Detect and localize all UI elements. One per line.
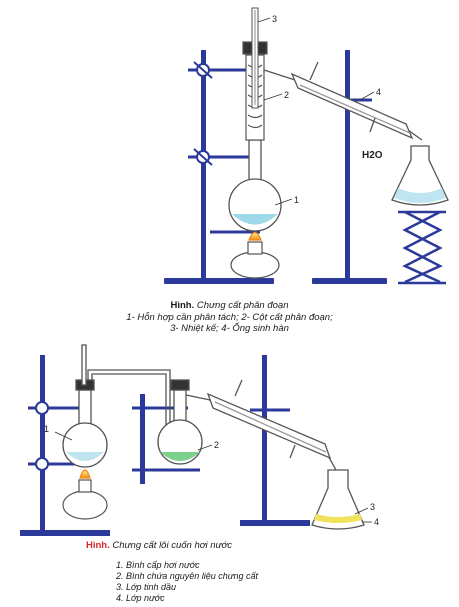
fig2-condenser — [185, 379, 337, 485]
fig2-callout-4: 4 — [374, 517, 379, 527]
fig1-callout-3: 3 — [272, 14, 277, 24]
figure2-legend-list: 1. Bình cấp hơi nước 2. Bình chứa nguyên… — [116, 560, 446, 604]
figure2-legend-item: 3. Lớp tinh dầu — [116, 581, 176, 592]
figure1-legend-line2: 3- Nhiệt kế; 4- Ống sinh hàn — [170, 323, 289, 334]
fig2-right-stand — [240, 355, 310, 526]
fig1-lab-jack — [398, 210, 446, 285]
figure2-caption-label: Hình. — [86, 540, 110, 551]
fig1-condenser — [263, 61, 423, 141]
fig1-left-stand — [164, 50, 274, 284]
figure2-legend-item: 2. Bình chứa nguyên liệu chưng cất — [116, 570, 259, 581]
fig1-thermometer — [251, 7, 259, 109]
fig1-callout-2: 2 — [284, 90, 289, 100]
fig2-callout-3: 3 — [370, 502, 375, 512]
figure1-apparatus: 1 2 3 4 H2O — [164, 7, 449, 285]
fig1-callouts: 1 2 3 4 H2O — [257, 14, 383, 206]
figure2-legend-item: 4. Lớp nước — [116, 592, 165, 603]
fig2-material-flask — [157, 379, 203, 465]
figure1-caption-title: Chưng cất phân đoạn — [196, 300, 289, 311]
fig1-callout-1: 1 — [294, 195, 299, 205]
fig1-callout-4: 4 — [376, 87, 381, 97]
figure2-legend-item: 1. Bình cấp hơi nước — [116, 559, 200, 570]
fig2-callouts: 1 2 3 4 — [44, 424, 379, 527]
fig1-water-label: H2O — [362, 150, 383, 161]
fig2-callout-2: 2 — [214, 440, 219, 450]
fig2-steam-tube — [87, 369, 171, 455]
fig1-receiver — [391, 145, 449, 206]
fig1-burner — [230, 231, 280, 279]
fig1-right-stand — [312, 50, 387, 284]
fig1-flask — [228, 139, 282, 232]
figure1-legend-line1: 1- Hỗn hợp cần phân tách; 2- Cột cất phâ… — [126, 311, 333, 323]
fig2-receiver — [311, 469, 365, 530]
figure1-caption-label: Hình. — [170, 300, 195, 311]
figure1-caption: Hình. Chưng cất phân đoạn 1- Hỗn hợp cần… — [0, 300, 459, 335]
figure2-caption: Hình. Chưng cất lôi cuốn hơi nước 1. Bìn… — [86, 540, 446, 604]
figure2-caption-title: Chưng cất lôi cuốn hơi nước — [112, 540, 233, 551]
fig2-callout-1: 1 — [44, 424, 49, 434]
fig2-burner — [62, 469, 108, 520]
fig2-steam-flask — [62, 344, 108, 468]
figure2-apparatus: 1 2 3 4 — [20, 344, 379, 536]
